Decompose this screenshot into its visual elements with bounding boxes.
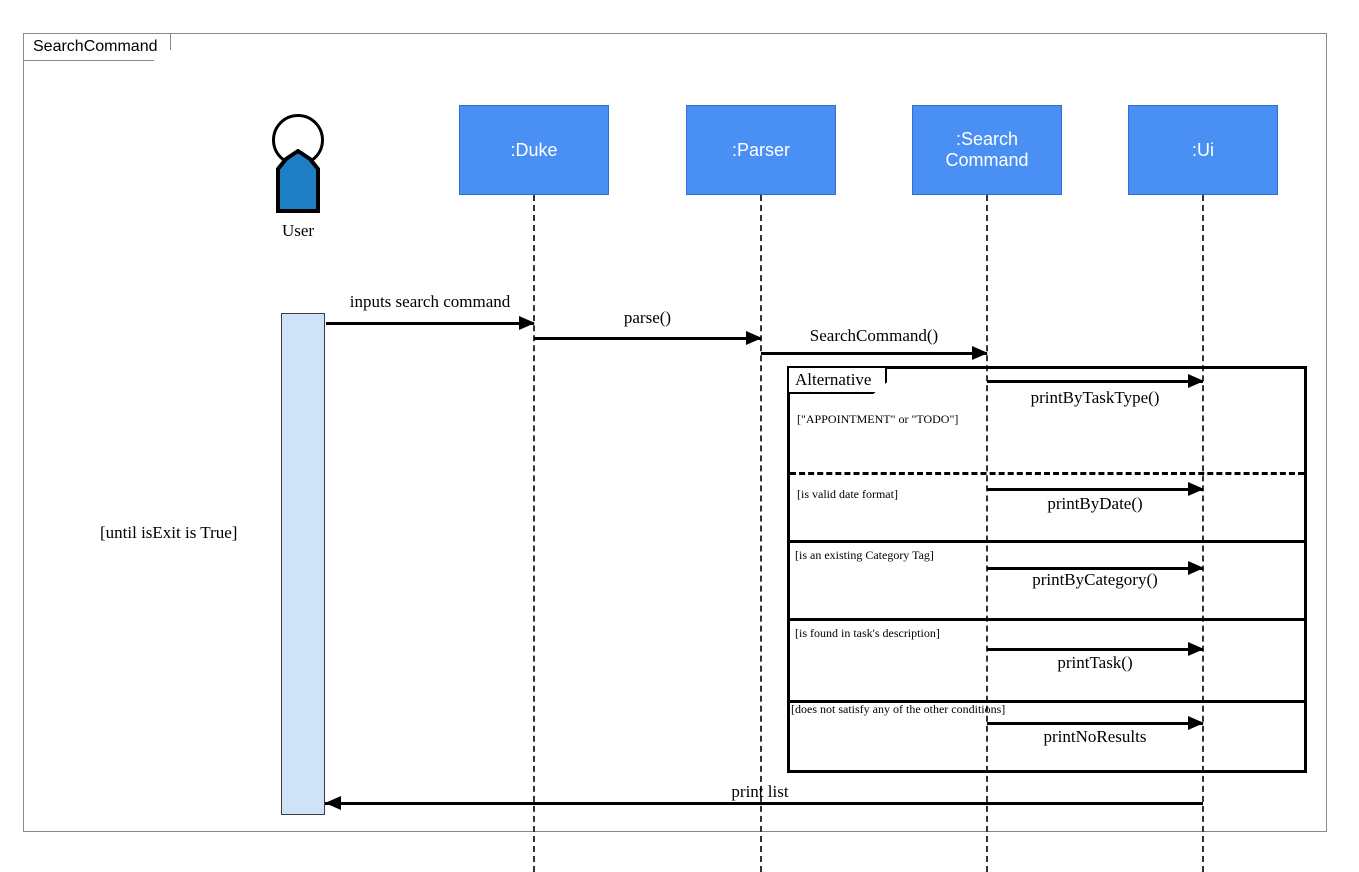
lifeline-searchcommand: [986, 195, 988, 872]
message-label-printtask: printTask(): [1057, 653, 1133, 672]
message-line-printbytasktype: [987, 380, 1203, 383]
message-line-parse: [534, 337, 761, 340]
message-line-printbycategory: [987, 567, 1203, 570]
alt-guard-5: [does not satisfy any of the other condi…: [791, 702, 1006, 716]
alt-fragment-label: Alternative: [795, 370, 872, 389]
message-arrowhead-parse: [746, 331, 762, 345]
message-arrowhead-printtask: [1188, 642, 1204, 656]
participant-label-duke: :Duke: [510, 139, 558, 160]
participant-label-searchcommand-line2: Command: [945, 150, 1029, 170]
diagram-frame-tab: [23, 33, 171, 61]
message-arrowhead-printbydate: [1188, 482, 1204, 496]
message-arrowhead-printbycategory: [1188, 561, 1204, 575]
message-arrowhead-printnoresults: [1188, 716, 1204, 730]
alt-guard-3: [is an existing Category Tag]: [795, 548, 934, 562]
message-arrowhead-inputs-search-command: [519, 316, 535, 330]
alt-separator-solid-1: [789, 540, 1305, 543]
message-label-printnoresults: printNoResults: [1043, 727, 1147, 746]
message-label-printbydate: printByDate(): [1047, 494, 1143, 513]
message-line-inputs-search-command: [326, 322, 534, 325]
actor-label: User: [281, 221, 315, 240]
message-label-printbytasktype: printByTaskType(): [1030, 388, 1160, 407]
participant-label-searchcommand-line1: :Search: [955, 129, 1019, 150]
message-arrowhead-searchcommand-ctor: [972, 346, 988, 360]
alt-separator-solid-2: [789, 618, 1305, 621]
message-label-inputs-search-command: inputs search command: [349, 292, 511, 311]
participant-label-parser: :Parser: [731, 139, 791, 160]
participant-box-duke[interactable]: :Duke: [459, 105, 609, 195]
lifeline-parser: [760, 195, 762, 872]
actor-head-icon: [272, 114, 324, 166]
alt-separator-solid-3: [789, 700, 1305, 703]
message-label-print-list: print list: [731, 782, 789, 801]
alt-separator-dashed-1: [790, 472, 1304, 475]
actor-body-icon: [276, 149, 320, 213]
lifeline-ui: [1202, 195, 1204, 872]
diagram-frame: [23, 33, 1327, 832]
participant-box-ui[interactable]: :Ui: [1128, 105, 1278, 195]
lifeline-duke: [533, 195, 535, 872]
diagram-frame-label: SearchCommand: [33, 38, 158, 55]
alt-guard-2: [is valid date format]: [797, 487, 898, 501]
activation-bar-user: [281, 313, 325, 815]
message-label-searchcommand-ctor: SearchCommand(): [809, 326, 939, 345]
message-label-parse: parse(): [623, 308, 672, 327]
loop-guard-label: [until isExit is True]: [100, 523, 238, 542]
alt-fragment: [787, 366, 1307, 773]
participant-box-searchcommand[interactable]: :Search Command: [912, 105, 1062, 195]
message-line-print-list: [325, 802, 1203, 805]
participant-box-parser[interactable]: :Parser: [686, 105, 836, 195]
message-label-printbycategory: printByCategory(): [1032, 570, 1158, 589]
message-line-printnoresults: [987, 722, 1203, 725]
message-line-printbydate: [987, 488, 1203, 491]
participant-label-searchcommand: :Search Command: [945, 129, 1028, 170]
alt-guard-1: ["APPOINTMENT" or "TODO"]: [797, 412, 959, 426]
message-line-searchcommand-ctor: [761, 352, 987, 355]
alt-fragment-tab: [789, 368, 887, 394]
alt-guard-4: [is found in task's description]: [795, 626, 940, 640]
message-line-printtask: [987, 648, 1203, 651]
message-arrowhead-printbytasktype: [1188, 374, 1204, 388]
message-arrowhead-print-list: [325, 796, 341, 810]
participant-label-ui: :Ui: [1192, 139, 1214, 160]
